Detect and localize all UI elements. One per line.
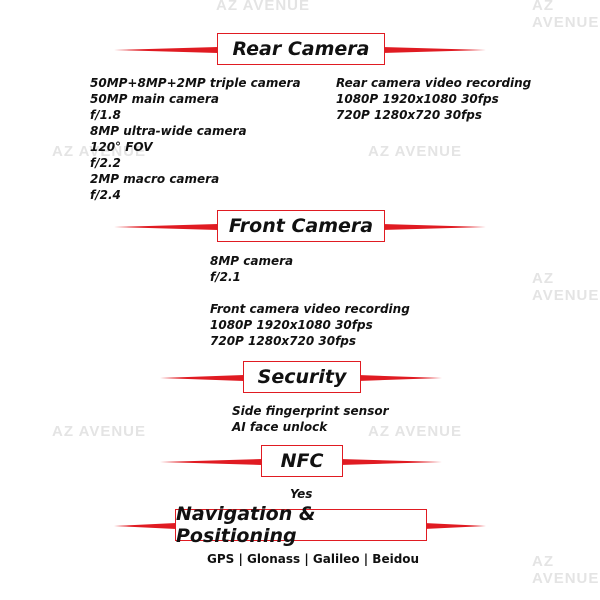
header-bar-left [160,375,244,381]
rear-camera-header: Rear Camera [114,33,486,67]
header-bar-left [114,523,176,529]
spec-line: 1080P 1920x1080 30fps [210,318,373,332]
spec-line: 8MP ultra-wide camera [90,124,247,138]
header-bar-right [382,224,486,230]
spec-line: f/1.8 [90,108,121,122]
spec-line: Side fingerprint sensor [232,404,389,418]
header-bar-right [340,459,442,465]
navigation-value: GPS | Glonass | Galileo | Beidou [207,552,420,566]
navigation-title: Navigation & Positioning [175,503,427,547]
header-bar-left [160,459,262,465]
watermark: AZ AVENUE [532,0,600,31]
security-specs: Side fingerprint sensor AI face unlock [232,403,389,435]
navigation-header: Navigation & Positioning [114,503,486,547]
header-bar-left [114,47,218,53]
watermark: AZ AVENUE [368,423,463,440]
rear-video-specs: Rear camera video recording 1080P 1920x1… [336,75,531,123]
front-camera-title: Front Camera [217,210,385,242]
spec-line: Front camera video recording [210,302,410,316]
security-title: Security [243,361,361,393]
watermark: AZ AVENUE [52,423,147,440]
watermark: AZ AVENUE [52,143,147,160]
spec-line: f/2.2 [90,156,121,170]
spec-line: 50MP main camera [90,92,219,106]
nfc-title: NFC [261,445,343,477]
spec-line: 2MP macro camera [90,172,220,186]
front-camera-specs: 8MP camera f/2.1 [210,253,293,285]
spec-line: 720P 1280x720 30fps [210,334,357,348]
header-bar-right [424,523,486,529]
front-camera-header: Front Camera [114,210,486,244]
watermark: AZ AVENUE [532,270,600,304]
rear-camera-title: Rear Camera [217,33,385,65]
spec-line: 120° FOV [90,140,153,154]
spec-line: Rear camera video recording [336,76,532,90]
watermark: AZ AVENUE [532,553,600,587]
header-bar-left [114,224,218,230]
spec-line: AI face unlock [232,420,328,434]
nfc-value: Yes [290,486,312,502]
spec-line: 720P 1280x720 30fps [336,108,483,122]
rear-camera-specs: 50MP+8MP+2MP triple camera 50MP main cam… [90,75,301,203]
spec-line: 50MP+8MP+2MP triple camera [90,76,301,90]
nfc-header: NFC [160,445,442,479]
header-bar-right [358,375,442,381]
spec-line: 8MP camera [210,254,294,268]
front-video-specs: Front camera video recording 1080P 1920x… [210,301,410,349]
spec-line: Yes [290,487,313,501]
spec-line: f/2.4 [90,188,121,202]
spec-line: f/2.1 [210,270,241,284]
header-bar-right [382,47,486,53]
watermark: AZ AVENUE [368,143,463,160]
watermark: AZ AVENUE [216,0,311,14]
spec-line: 1080P 1920x1080 30fps [336,92,499,106]
security-header: Security [160,361,442,395]
